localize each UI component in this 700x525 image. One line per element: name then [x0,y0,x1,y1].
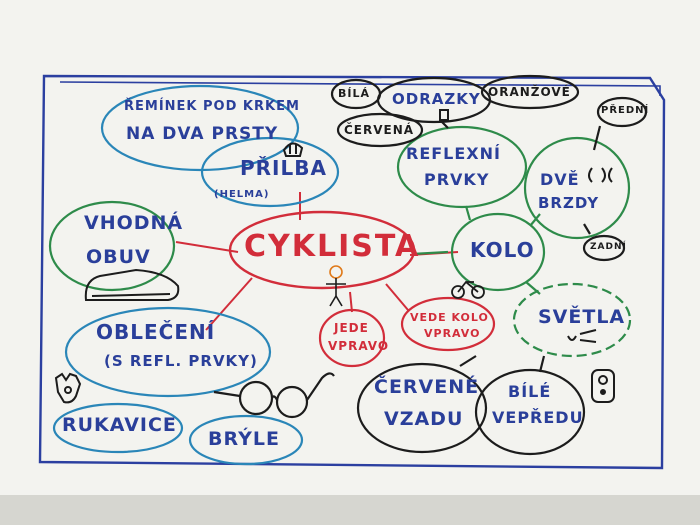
white-front-label-line1: BÍLÉ [508,382,552,401]
red-rear-node [356,362,488,454]
bicycle-icon [451,280,485,299]
helmet-strap-label-line1: ŘEMÍNEK POD KRKEM [124,99,300,114]
bike-label: KOLO [470,238,535,262]
white-pad-node [330,78,382,110]
cyclist-figure-icon [326,265,346,307]
glasses-icon [213,372,335,419]
lights-label: SVĚTLA [538,306,626,328]
white-front-label-line2: VEPŘEDU [492,408,584,427]
reflectors-label-line1: REFLEXNÍ [406,144,501,163]
bike-node [450,212,546,292]
leads-bike-node [400,296,496,352]
gloves-node [52,402,184,454]
glove-icon [54,372,82,404]
helmet-node [200,136,340,208]
rear-node [582,234,626,262]
helmet-alt-label: (HELMA) [214,189,270,200]
shoes-label-line1: VHODNÁ [84,212,184,234]
helmet-icon [282,142,304,157]
clothing-node [64,306,272,398]
red-rear-label-line1: ČERVENÉ [374,376,480,398]
helmet-label: PŘILBA [240,156,327,180]
glasses-label: BRÝLE [208,428,280,450]
shoes-label-line2: OBUV [86,246,151,268]
clothing-label-line2: (S REFL. PRVKY) [104,352,258,370]
helmet-strap-label-line2: NA DVA PRSTY [126,124,279,144]
shoe-icon [84,268,180,301]
brakes-label-line1: DVĚ [540,170,580,189]
leads-bike-label-line2: VPRAVO [424,327,481,340]
center-node [228,210,416,290]
helmet-strap-node [100,84,300,172]
rides-right-label-line2: VPRAVO [328,339,390,353]
clothing-label-line1: OBLEČENÍ [96,320,216,344]
white-front-node [474,368,586,456]
rides-right-node [318,308,386,368]
lights-node [512,282,632,358]
reflectors-node [396,125,528,209]
red-rear-label-line2: VZADU [384,408,464,430]
front-node [596,96,648,128]
lamp-icon [439,109,615,403]
rear-label: ZADNÍ [590,242,627,252]
reflectors-label-line2: PRVKY [424,170,490,189]
white-pad-label: BÍLÁ [338,87,370,100]
glasses-node [188,414,304,466]
orange-node [480,74,580,110]
center-label: CYKLISTA [244,229,421,264]
leads-bike-label-line1: VEDE KOLO [410,311,489,324]
brakes-label-line2: BRZDY [538,194,600,212]
gloves-label: RUKAVICE [62,414,177,436]
rides-right-label-line1: JEDE [334,321,369,335]
orange-label: ORANŽOVÉ [488,85,571,99]
red-pad-label: ČERVENÁ [344,123,415,137]
shoes-node [48,200,176,292]
red-pad-node [336,112,424,148]
reflector-pads-label: ODRAZKY [392,90,481,108]
brakes-node [523,136,631,240]
front-label: PŘEDNÍ [601,105,650,116]
